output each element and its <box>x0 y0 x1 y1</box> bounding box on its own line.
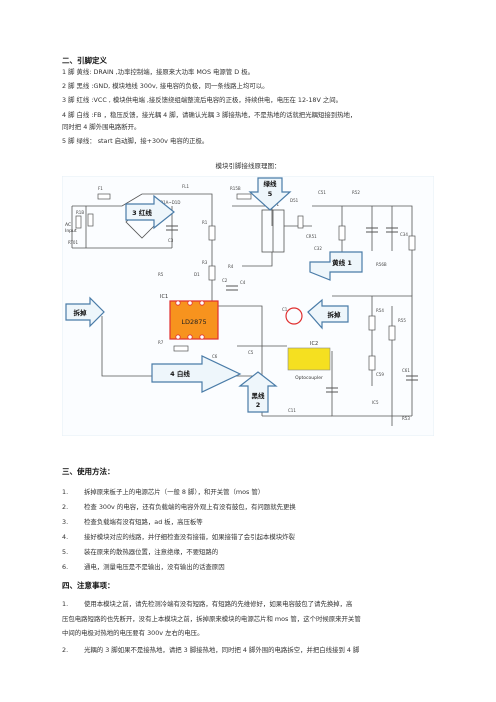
callout-arrows <box>65 177 363 413</box>
chip-label: LD2875 <box>181 318 206 326</box>
note-1-line-3: 中间的电极对热地的电压要有 300v 左右的电压。 <box>62 629 204 637</box>
chip-pins <box>175 300 205 340</box>
svg-text:R53: R53 <box>402 416 410 421</box>
section3-title: 三、使用方法： <box>62 467 115 476</box>
svg-text:R1: R1 <box>202 220 208 225</box>
svg-text:C1: C1 <box>282 307 288 312</box>
schematic-components <box>75 193 416 371</box>
svg-text:C59: C59 <box>376 372 384 377</box>
svg-text:D1A~D1D: D1A~D1D <box>160 200 180 205</box>
white4-label: 4 白线 <box>170 369 190 378</box>
note-1-line-2: 压包电路短路的也先断开，没有上本模块之前，拆掉原来模块的电源芯片和 mos 管，… <box>62 615 361 623</box>
svg-text:R15B: R15B <box>230 186 241 191</box>
ic1-label: IC1 <box>160 294 168 300</box>
pin-line-5: 5 脚 绿线： start 启动脚，接+300v 电容的正极。 <box>62 137 209 145</box>
ic2-label: IC2 <box>310 341 318 347</box>
schematic-capacitors <box>166 225 418 393</box>
svg-text:D51: D51 <box>290 198 299 203</box>
red3-label: 3 红线 <box>132 208 152 217</box>
usage-item-3: 3.检查负载端有没有短路，ad 板，高压板等 <box>62 518 203 526</box>
svg-text:R7: R7 <box>158 340 164 345</box>
usage-item-1: 1.拆掉原来板子上的电源芯片（一般 8 脚），和开关管（mos 管） <box>62 488 265 496</box>
svg-text:D1: D1 <box>194 272 200 277</box>
optocoupler-box <box>287 347 331 371</box>
svg-text:RT01: RT01 <box>68 240 78 245</box>
callout-labels: 绿线 5 黄线 1 3 红线 拆掉 拆掉 4 白线 黑线 2 <box>74 179 353 409</box>
svg-text:FL1: FL1 <box>182 184 190 189</box>
schematic-diagram: LD2875 IC1 Optocoupler IC2 AC Input F1 R… <box>61 175 435 437</box>
svg-text:R3: R3 <box>202 260 208 265</box>
svg-text:C5: C5 <box>248 350 254 355</box>
schematic-svg: LD2875 IC1 Optocoupler IC2 AC Input F1 R… <box>61 175 435 437</box>
svg-text:C11: C11 <box>288 408 296 413</box>
svg-text:R4: R4 <box>228 264 234 269</box>
pin-line-1: 1 脚 黄线: DRAIN ,功率控制端，接原来大功率 MOS 电源管 D 极。 <box>62 68 254 76</box>
svg-text:R56B: R56B <box>376 262 387 267</box>
svg-text:IC5: IC5 <box>372 400 379 405</box>
black2-label: 黑线 <box>252 391 266 400</box>
svg-text:Input: Input <box>65 228 77 234</box>
usage-item-6: 6.通电，测量电压是不是输出，没有输出的话查原因 <box>62 563 225 571</box>
svg-text:C34: C34 <box>400 232 408 237</box>
remove-left-label: 拆掉 <box>74 308 88 317</box>
chip-ld2875 <box>169 300 219 340</box>
svg-text:R55: R55 <box>398 318 406 323</box>
svg-text:C6: C6 <box>212 354 218 359</box>
svg-text:C4: C4 <box>240 280 246 285</box>
svg-text:C61: C61 <box>402 368 410 373</box>
yellow1-label: 黄线 1 <box>332 258 352 267</box>
svg-text:C2: C2 <box>222 278 228 283</box>
pin-line-3: 3 脚 红线 :VCC , 模块供电端 ,接反馈绕组端整流后电容的正极，持续供电… <box>62 96 343 104</box>
optocoupler-label: Optocoupler <box>295 375 323 381</box>
remove-right-label: 拆掉 <box>328 310 342 319</box>
svg-text:2: 2 <box>256 401 261 409</box>
svg-text:C32: C32 <box>314 246 322 251</box>
usage-item-4: 4.接好模块对应的线路，并仔细检查没有接错，如果接错了会引起本模块炸裂 <box>62 533 295 541</box>
svg-text:R54: R54 <box>376 308 384 313</box>
svg-text:C51: C51 <box>318 190 326 195</box>
section4-title: 四、注意事项： <box>62 581 115 590</box>
green5-label: 绿线 <box>264 179 278 188</box>
diagram-caption: 模块引脚接线原理图： <box>215 162 281 170</box>
note-2-line-1: 2.光耦的 3 脚如果不是接热地，请把 3 脚接热地，同时把 4 脚外围的电路拆… <box>62 646 360 654</box>
pin-line-4-cont: 同时把 4 脚外围电路断开。 <box>62 123 141 131</box>
pin-line-2: 2 脚 黑线 :GND, 模块地线 300v, 接电容的负极，同一条线路上均可以… <box>62 82 269 90</box>
highlight-circle <box>285 307 303 325</box>
usage-item-5: 5.装在原来的散热器位置，注意绝缘，不要短路的 <box>62 548 219 556</box>
note-1-line-1: 1.使用本模块之前，请先检测冷端有没有短路，有短路的先维修好，如果电容鼓包了请先… <box>62 600 353 608</box>
svg-text:R1B: R1B <box>76 210 84 215</box>
ac-input-label: AC <box>65 222 71 228</box>
svg-text:F1: F1 <box>98 186 103 191</box>
svg-text:CR51: CR51 <box>306 234 317 239</box>
svg-text:C3: C3 <box>168 238 174 243</box>
svg-text:R52: R52 <box>352 190 360 195</box>
pin-line-4: 4 脚 白线 :FB ，稳压反馈，接光耦 4 脚，请确认光耦 3 脚接热地，不是… <box>62 111 357 119</box>
svg-text:R5: R5 <box>158 272 164 277</box>
svg-text:5: 5 <box>268 190 273 198</box>
section2-title: 二、引脚定义 <box>62 56 107 65</box>
usage-item-2: 2.检查 300v 的电容，还有负载端的电容外观上有没有鼓包，有问题就先更换 <box>62 503 296 511</box>
